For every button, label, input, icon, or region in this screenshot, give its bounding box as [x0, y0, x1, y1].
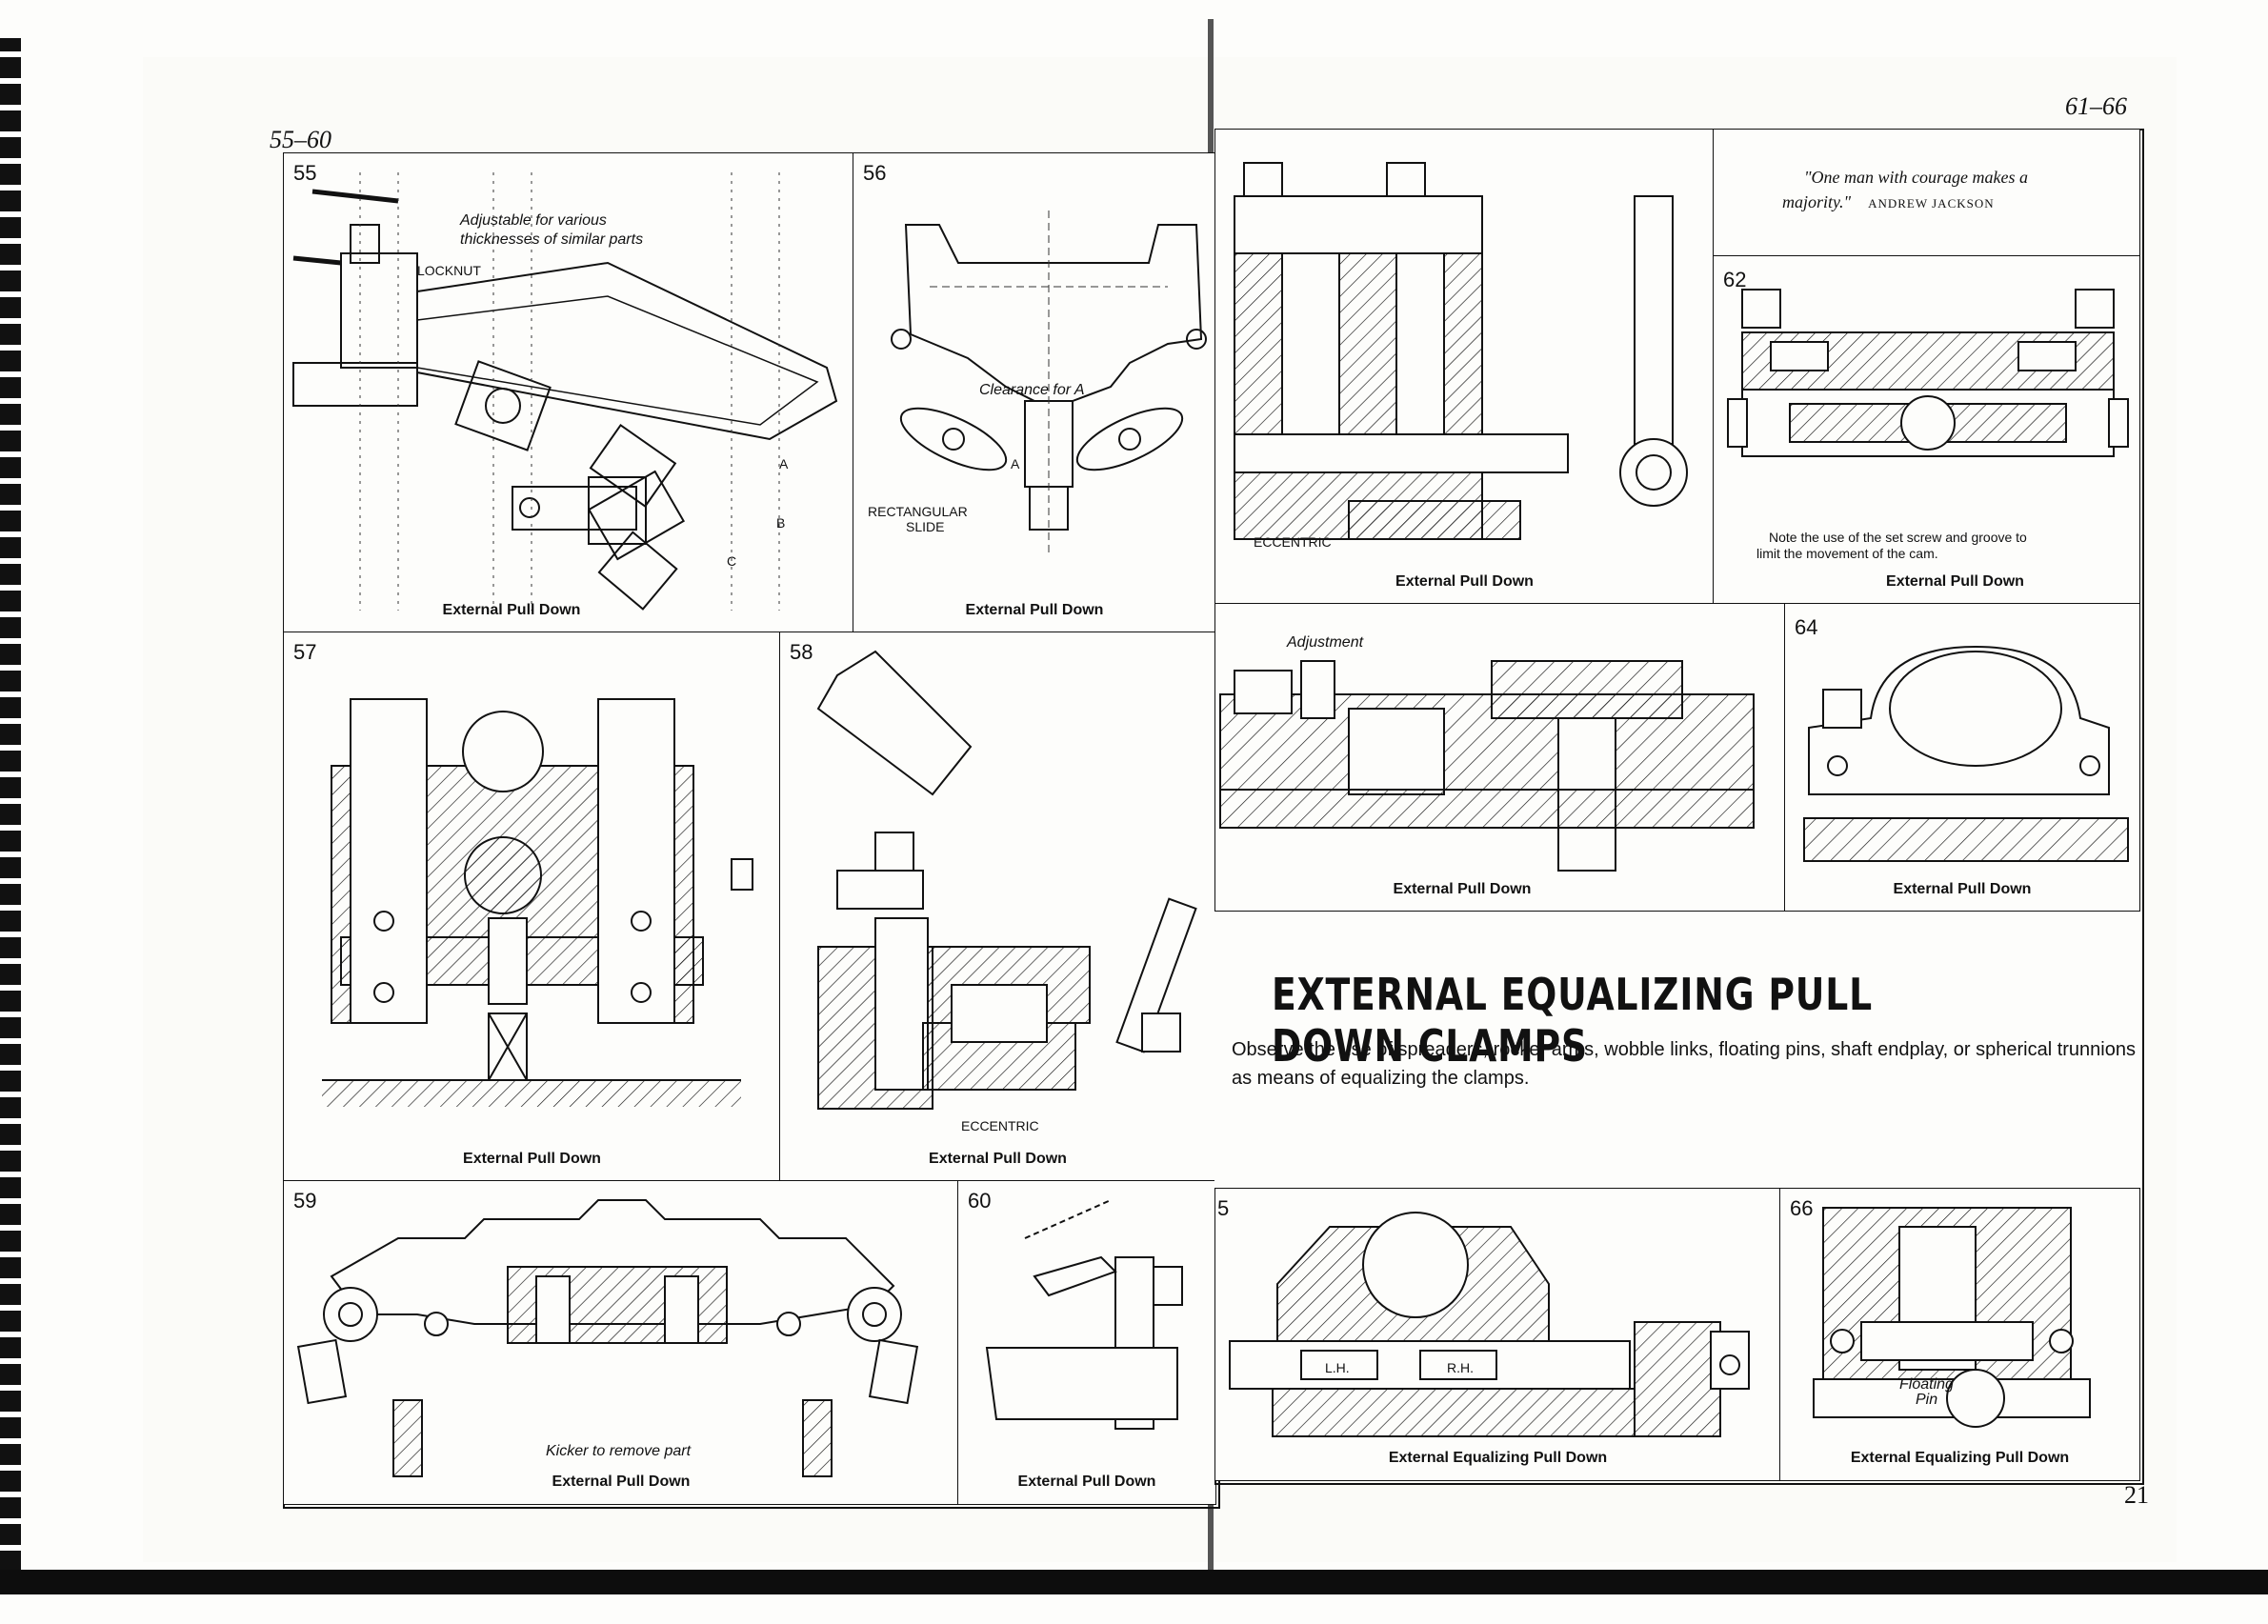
floating-pin-label-1: Floating — [1899, 1376, 1954, 1393]
eccentric-label: ECCENTRIC — [961, 1118, 1039, 1133]
slide-label-line1: RECTANGULAR — [868, 504, 968, 519]
locknut-label: LOCKNUT — [417, 263, 481, 278]
label-a: A — [779, 456, 789, 471]
adjustment-label: Adjustment — [1287, 634, 1364, 651]
clamp-64-drawing — [1803, 645, 2129, 862]
page-number: 21 — [2124, 1481, 2149, 1509]
adjust-note-line2: thicknesses of similar parts — [460, 231, 644, 248]
figure-caption: External Equalizing Pull Down — [1388, 1450, 1608, 1466]
figure-caption: External Pull Down — [442, 602, 581, 618]
figure-number: 5 — [1217, 1196, 1230, 1220]
figure-caption: External Pull Down — [463, 1151, 601, 1167]
quote-box: "One man with courage makes a majority."… — [1713, 129, 2140, 257]
figure-60: 60 External Pull Down — [957, 1180, 1216, 1505]
figure-number: 58 — [790, 640, 813, 664]
quote-author: ANDREW JACKSON — [1868, 196, 1995, 211]
clamp-63-drawing — [1219, 660, 1755, 872]
figure-caption: External Pull Down — [965, 602, 1104, 618]
left-page-range: 55–60 — [270, 126, 331, 153]
kicker-label: Kicker to remove part — [546, 1443, 692, 1459]
adjust-note-line1: Adjustable for various — [460, 212, 607, 229]
clamp-59-drawing — [296, 1199, 919, 1477]
figure-number: 56 — [863, 161, 887, 185]
section-intro: EXTERNAL EQUALIZING PULL DOWN CLAMPS Obs… — [1214, 911, 2140, 1190]
clamp-65-drawing — [1229, 1212, 1750, 1437]
clamp-61-drawing — [1234, 162, 1688, 540]
figure-caption: External Pull Down — [1395, 573, 1534, 590]
lh-label: L.H. — [1325, 1360, 1350, 1375]
quote-line1: "One man with courage makes a — [1804, 168, 2029, 187]
figure-number: 60 — [968, 1189, 992, 1213]
clamp-57-drawing — [322, 698, 753, 1107]
rh-label: R.H. — [1447, 1360, 1474, 1375]
clearance-label: Clearance for A — [979, 382, 1085, 398]
figure-caption: External Pull Down — [1893, 881, 2032, 897]
figure-58: 58 ECCENTRIC External Pull Down — [779, 632, 1216, 1182]
figure-caption: External Equalizing Pull Down — [1850, 1450, 2070, 1466]
right-page-range: 61–66 — [2065, 92, 2127, 120]
figure-64: 64 External Pull Down — [1784, 603, 2140, 912]
floating-pin-label-2: Pin — [1916, 1392, 1938, 1408]
figure-number: 55 — [293, 161, 317, 185]
figure-56: 56 Clearance for A RECTANGULAR SLIDE A E… — [853, 152, 1216, 633]
figure-57: 57 External Pull Down — [283, 632, 781, 1182]
figure-number: 66 — [1790, 1196, 1814, 1220]
figure-66: 66 Floating Pin External Equalizing Pull… — [1779, 1188, 2140, 1481]
figure-caption: External Pull Down — [1886, 573, 2024, 590]
clamp-55-drawing — [292, 172, 838, 611]
figure-59: 59 Kicker to remove part External Pull D… — [283, 1180, 959, 1505]
figure-number: 64 — [1795, 615, 1818, 639]
figure-caption: External Pull Down — [929, 1151, 1067, 1167]
figure-63: Adjustment External Pull Down — [1214, 603, 1786, 912]
clamp-62-drawing — [1727, 289, 2129, 457]
clamp-58-drawing — [816, 650, 1197, 1110]
figure-caption: External Pull Down — [1393, 881, 1532, 897]
clamp-56-drawing — [891, 211, 1207, 553]
eccentric-label: ECCENTRIC — [1254, 534, 1332, 550]
label-b: B — [776, 515, 786, 531]
quote-text: majority." — [1782, 192, 1852, 211]
figure-65: 5 L.H. R.H. External Equalizing Pull Dow… — [1214, 1188, 1781, 1481]
figure-61: ECCENTRIC External Pull Down — [1214, 129, 1715, 605]
section-title: EXTERNAL EQUALIZING PULL DOWN CLAMPS — [1272, 969, 1873, 1072]
slide-label-line2: SLIDE — [906, 519, 945, 534]
figure-55: 55 Adjustable for various thicknesses of… — [283, 152, 854, 633]
spiral-binding — [0, 38, 21, 1581]
figure-caption: External Pull Down — [552, 1474, 691, 1490]
clamp-60-drawing — [985, 1199, 1183, 1430]
section-body: Observe the use of spreaders, rocker arm… — [1232, 1039, 2136, 1089]
figure-number: 62 — [1723, 268, 1747, 291]
quote-line2: majority." ANDREW JACKSON — [1782, 192, 1995, 212]
clamp-66-drawing — [1813, 1207, 2091, 1428]
scan-bottom-edge — [0, 1570, 2268, 1594]
label-c: C — [727, 553, 737, 569]
figure-number: 57 — [293, 640, 317, 664]
figure-number: 59 — [293, 1189, 317, 1213]
figure-caption: External Pull Down — [1017, 1474, 1156, 1490]
figure-62: 62 Note the use of the set screw and gro… — [1713, 255, 2140, 605]
label-a: A — [1011, 456, 1020, 471]
note-line1: Note the use of the set screw and groove… — [1769, 530, 2027, 545]
note-line2: limit the movement of the cam. — [1756, 546, 1938, 561]
